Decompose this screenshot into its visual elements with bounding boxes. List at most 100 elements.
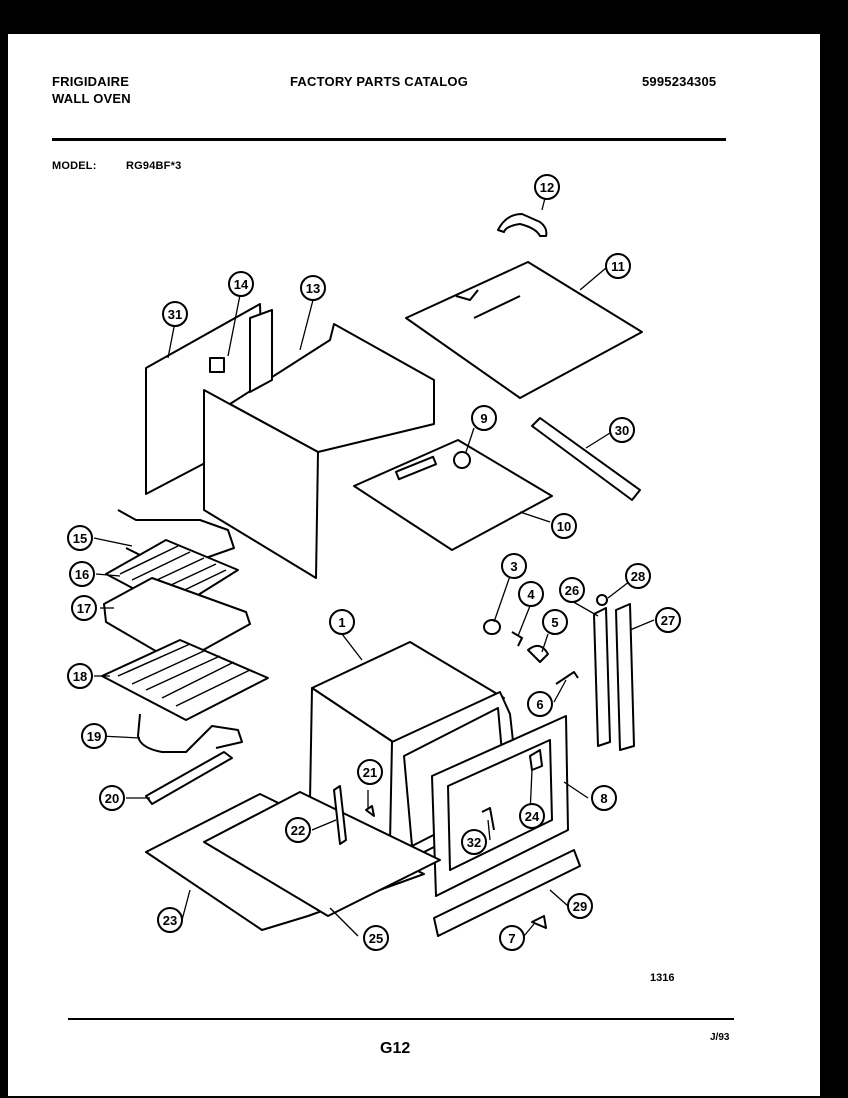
callout-26: 26 <box>559 577 585 603</box>
model-value: RG94BF*3 <box>126 160 182 172</box>
callout-3: 3 <box>501 553 527 579</box>
svg-text:20: 20 <box>105 791 119 806</box>
part-17-broil-pan <box>103 577 251 665</box>
svg-text:17: 17 <box>77 601 91 616</box>
callout-8: 8 <box>591 785 617 811</box>
svg-text:21: 21 <box>363 765 377 780</box>
svg-text:19: 19 <box>87 729 101 744</box>
callout-labels: 12 11 13 14 31 9 30 10 15 16 17 18 19 20… <box>67 174 681 951</box>
callout-29: 29 <box>567 893 593 919</box>
svg-text:4: 4 <box>527 587 535 602</box>
header-rule <box>52 138 726 141</box>
callout-17: 17 <box>71 595 97 621</box>
callout-22: 22 <box>285 817 311 843</box>
part-18-oven-rack <box>101 639 269 721</box>
svg-text:5: 5 <box>551 615 558 630</box>
callout-11: 11 <box>605 253 631 279</box>
part-20-rod <box>145 751 233 805</box>
callout-4: 4 <box>518 581 544 607</box>
model-label: MODEL: <box>52 160 97 172</box>
brand-name: FRIGIDAIRE <box>52 74 130 89</box>
callout-10: 10 <box>551 513 577 539</box>
callout-30: 30 <box>609 417 635 443</box>
exploded-parts-diagram: 12 11 13 14 31 9 30 10 15 16 17 18 19 20… <box>67 174 681 951</box>
svg-text:12: 12 <box>540 180 554 195</box>
part-29-trim-strip <box>433 849 581 937</box>
part-12-tube <box>497 213 548 237</box>
parts-catalog-sheet: FRIGIDAIRE WALL OVEN FACTORY PARTS CATAL… <box>8 34 820 1096</box>
svg-text:13: 13 <box>306 281 320 296</box>
callout-16: 16 <box>69 561 95 587</box>
part-10-bottom-panel <box>353 439 553 551</box>
svg-text:1: 1 <box>338 615 345 630</box>
callout-1: 1 <box>329 609 355 635</box>
svg-text:7: 7 <box>508 931 515 946</box>
part-7-clip <box>531 915 547 929</box>
page-label: G12 <box>380 1040 411 1057</box>
callout-18: 18 <box>67 663 93 689</box>
svg-text:23: 23 <box>163 913 177 928</box>
revision-date: J/93 <box>710 1032 730 1043</box>
svg-text:28: 28 <box>631 569 645 584</box>
callout-24: 24 <box>519 803 545 829</box>
svg-text:3: 3 <box>510 559 517 574</box>
svg-text:15: 15 <box>73 531 87 546</box>
callout-12: 12 <box>534 174 560 200</box>
callout-14: 14 <box>228 271 254 297</box>
svg-text:29: 29 <box>573 899 587 914</box>
svg-text:18: 18 <box>73 669 87 684</box>
svg-text:26: 26 <box>565 583 579 598</box>
svg-text:6: 6 <box>536 697 543 712</box>
svg-text:9: 9 <box>480 411 487 426</box>
callout-20: 20 <box>99 785 125 811</box>
part-9-fitting <box>453 451 471 469</box>
part-11-top-panel <box>405 261 643 399</box>
part-22-bracket <box>333 785 347 845</box>
svg-text:11: 11 <box>611 259 625 274</box>
callout-6: 6 <box>527 691 553 717</box>
svg-text:24: 24 <box>525 809 540 824</box>
part-3-knob <box>483 619 501 635</box>
svg-text:22: 22 <box>291 823 305 838</box>
callout-9: 9 <box>471 405 497 431</box>
callout-25: 25 <box>363 925 389 951</box>
svg-text:31: 31 <box>168 307 182 322</box>
svg-text:27: 27 <box>661 613 675 628</box>
callout-21: 21 <box>357 759 383 785</box>
svg-text:30: 30 <box>615 423 629 438</box>
catalog-number: 5995234305 <box>642 74 717 89</box>
svg-text:25: 25 <box>369 931 383 946</box>
callout-15: 15 <box>67 525 93 551</box>
svg-text:32: 32 <box>467 835 481 850</box>
part-5-bulb <box>527 644 549 663</box>
callout-13: 13 <box>300 275 326 301</box>
callout-32: 32 <box>461 829 487 855</box>
callout-31: 31 <box>162 301 188 327</box>
callout-19: 19 <box>81 723 107 749</box>
svg-text:14: 14 <box>234 277 249 292</box>
svg-text:16: 16 <box>75 567 89 582</box>
part-21-screw <box>365 805 375 817</box>
svg-text:10: 10 <box>557 519 571 534</box>
diagram-number: 1316 <box>650 972 675 984</box>
part-30-bracket <box>531 417 641 501</box>
part-26-door-gasket <box>593 607 611 747</box>
part-6-wire <box>555 671 579 685</box>
svg-text:8: 8 <box>600 791 607 806</box>
part-25-bottom-panel <box>203 791 441 917</box>
part-13-cabinet-side <box>203 389 319 579</box>
part-27-door-seal <box>615 603 635 751</box>
part-19-bake-element <box>137 713 243 753</box>
callout-27: 27 <box>655 607 681 633</box>
part-28-screw <box>596 594 608 606</box>
callout-28: 28 <box>625 563 651 589</box>
callout-7: 7 <box>499 925 525 951</box>
part-32-screw <box>481 807 495 831</box>
part-4-pin <box>511 631 523 647</box>
footer-rule <box>68 1018 734 1020</box>
callout-23: 23 <box>157 907 183 933</box>
callout-5: 5 <box>542 609 568 635</box>
catalog-title: FACTORY PARTS CATALOG <box>290 74 469 89</box>
part-14-clip <box>209 357 225 373</box>
product-name: WALL OVEN <box>52 91 131 106</box>
